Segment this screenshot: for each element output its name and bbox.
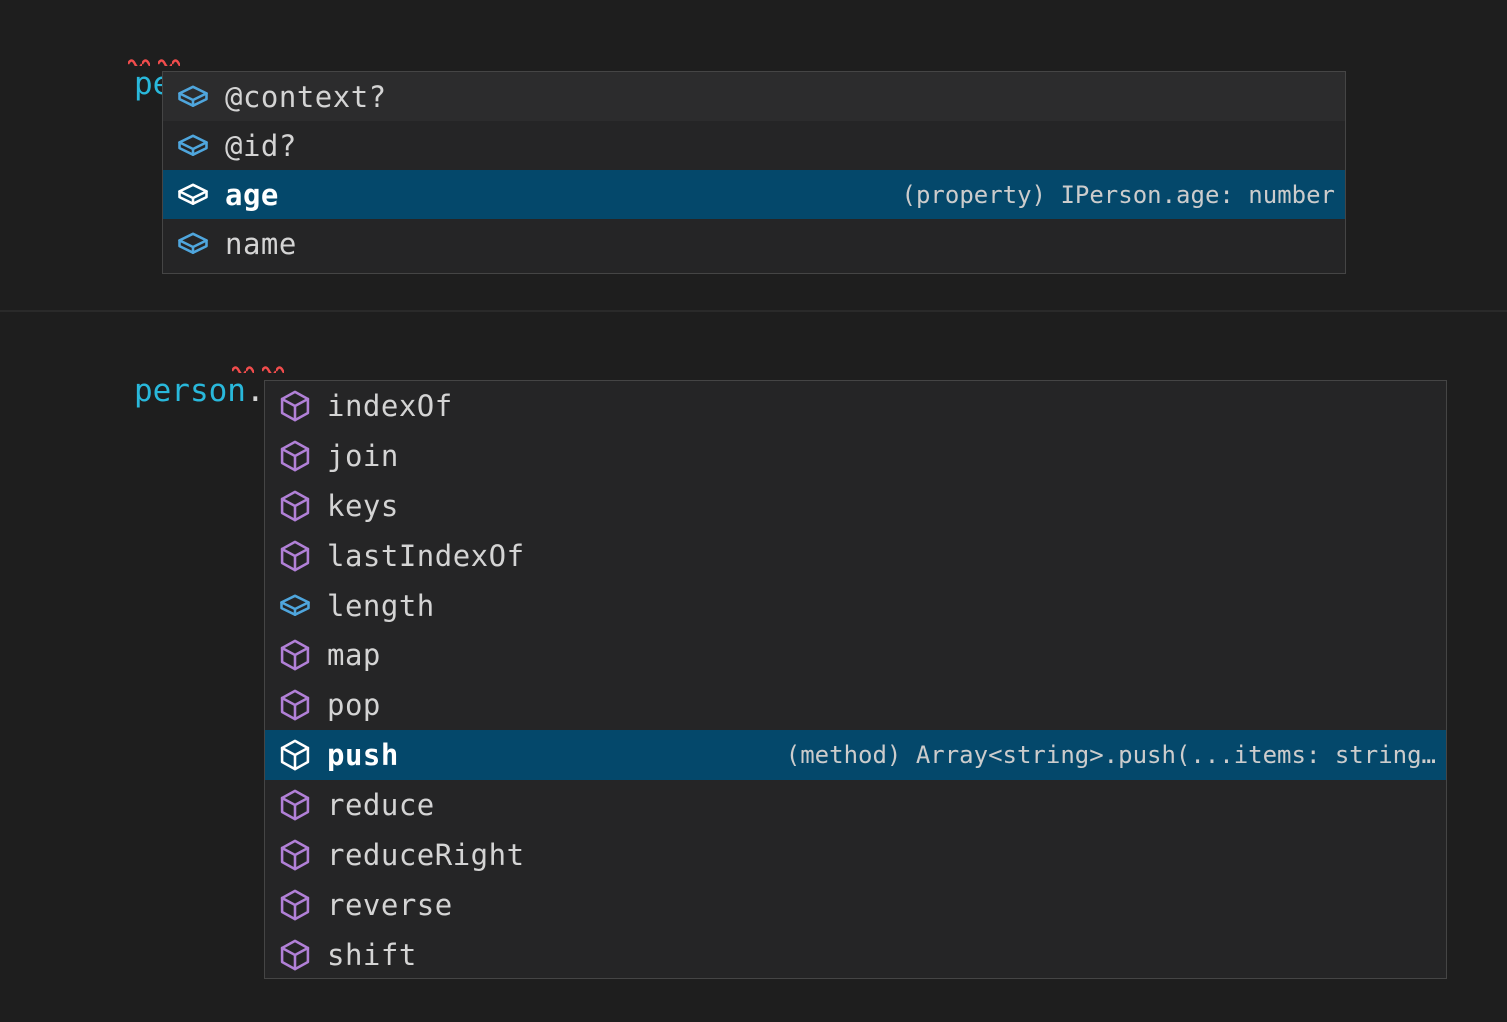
- suggest-item-label: keys: [327, 488, 399, 523]
- suggest-widget-person-name[interactable]: indexOf join keys lastIndexOf length map pop pu…: [264, 380, 1447, 979]
- suggest-item-label: reverse: [327, 887, 453, 922]
- pane-divider-middle: [0, 310, 1507, 312]
- suggest-item[interactable]: push (method) Array<string>.push(...items…: [265, 730, 1446, 781]
- suggest-item-label: join: [327, 438, 399, 473]
- method-cube-icon: [280, 839, 310, 871]
- suggest-item-label: indexOf: [327, 388, 453, 423]
- error-squiggle-dot-line1: [128, 57, 150, 66]
- suggest-item[interactable]: shift: [265, 930, 1446, 978]
- method-cube-icon: [280, 689, 310, 721]
- suggest-item-label: push: [327, 738, 399, 773]
- suggest-item[interactable]: indexOf: [265, 381, 1446, 431]
- suggest-widget-person[interactable]: @context? @id? age (property) IPerson.age: …: [162, 71, 1346, 274]
- suggest-item[interactable]: pop: [265, 680, 1446, 730]
- error-squiggle-semicolon-line1: [158, 57, 180, 66]
- token-dot-2a: .: [245, 373, 265, 409]
- property-cube-icon: [178, 232, 208, 254]
- suggest-item[interactable]: reverse: [265, 880, 1446, 930]
- suggest-item-label: reduceRight: [327, 837, 525, 872]
- suggest-item-label: length: [327, 588, 435, 623]
- token-variable-person-2: person: [133, 373, 246, 409]
- suggest-item-label: @id?: [225, 128, 297, 163]
- property-cube-icon: [280, 594, 310, 616]
- error-squiggle-semicolon-line2: [262, 364, 284, 373]
- suggest-item[interactable]: map: [265, 630, 1446, 680]
- suggest-item-label: @context?: [225, 79, 387, 114]
- suggest-item[interactable]: keys: [265, 481, 1446, 531]
- suggest-item[interactable]: reduce: [265, 780, 1446, 830]
- suggest-item-label: age: [225, 177, 279, 212]
- suggest-item-label: map: [327, 638, 381, 673]
- suggest-item[interactable]: @id?: [163, 121, 1345, 170]
- suggest-item[interactable]: @context?: [163, 72, 1345, 121]
- method-cube-icon: [280, 490, 310, 522]
- suggest-item[interactable]: join: [265, 431, 1446, 481]
- method-cube-icon: [280, 390, 310, 422]
- suggest-item[interactable]: lastIndexOf: [265, 531, 1446, 581]
- method-cube-icon: [280, 889, 310, 921]
- suggest-item-label: pop: [327, 688, 381, 723]
- method-cube-icon: [280, 789, 310, 821]
- error-squiggle-dot-line2: [232, 364, 254, 373]
- suggest-item[interactable]: age (property) IPerson.age: number: [163, 170, 1345, 219]
- property-cube-icon: [178, 85, 208, 107]
- suggest-item-label: shift: [327, 937, 417, 972]
- suggest-item[interactable]: name: [163, 219, 1345, 268]
- method-cube-icon: [280, 640, 310, 671]
- suggest-item[interactable]: length: [265, 581, 1446, 631]
- property-cube-icon: [178, 134, 208, 156]
- method-cube-icon: [280, 739, 310, 771]
- method-cube-icon: [280, 540, 310, 571]
- suggest-item-label: name: [225, 226, 297, 261]
- property-cube-icon: [178, 183, 208, 205]
- method-cube-icon: [280, 939, 310, 971]
- method-cube-icon: [280, 440, 310, 472]
- suggest-item-label: reduce: [327, 788, 435, 823]
- suggest-item-label: lastIndexOf: [327, 538, 525, 573]
- suggest-item[interactable]: reduceRight: [265, 830, 1446, 880]
- suggest-item-detail: (property) IPerson.age: number: [901, 180, 1335, 209]
- suggest-item-detail: (method) Array<string>.push(...items: st…: [785, 741, 1436, 770]
